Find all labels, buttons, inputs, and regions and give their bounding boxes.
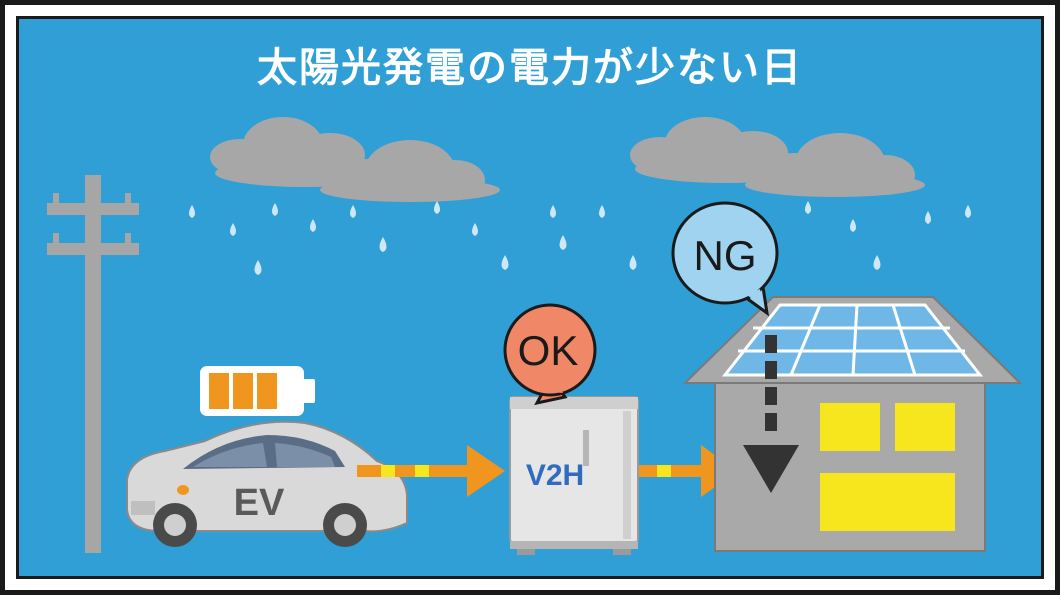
ok-speech-bubble [503, 303, 597, 406]
ng-speech-bubble [671, 201, 779, 317]
rain-cloud-icon [210, 117, 500, 202]
house [682, 296, 1023, 552]
v2h-unit [509, 396, 639, 555]
utility-pole [47, 175, 139, 553]
blocked-solar-arrow [743, 335, 799, 493]
rain-cloud-icon [630, 117, 925, 197]
ev-label: EV [234, 482, 285, 524]
raindrops [189, 201, 971, 275]
page-title: 太陽光発電の電力が少ない日 [257, 45, 803, 91]
ev-car [126, 420, 408, 547]
v2h-label: V2H [526, 459, 584, 492]
ok-label: OK [518, 327, 579, 374]
scene-illustration: EV V2H OK [47, 117, 1023, 555]
battery-icon [200, 366, 315, 416]
power-flow-arrow-ev-to-v2h [357, 445, 505, 497]
ng-label: NG [694, 232, 757, 279]
